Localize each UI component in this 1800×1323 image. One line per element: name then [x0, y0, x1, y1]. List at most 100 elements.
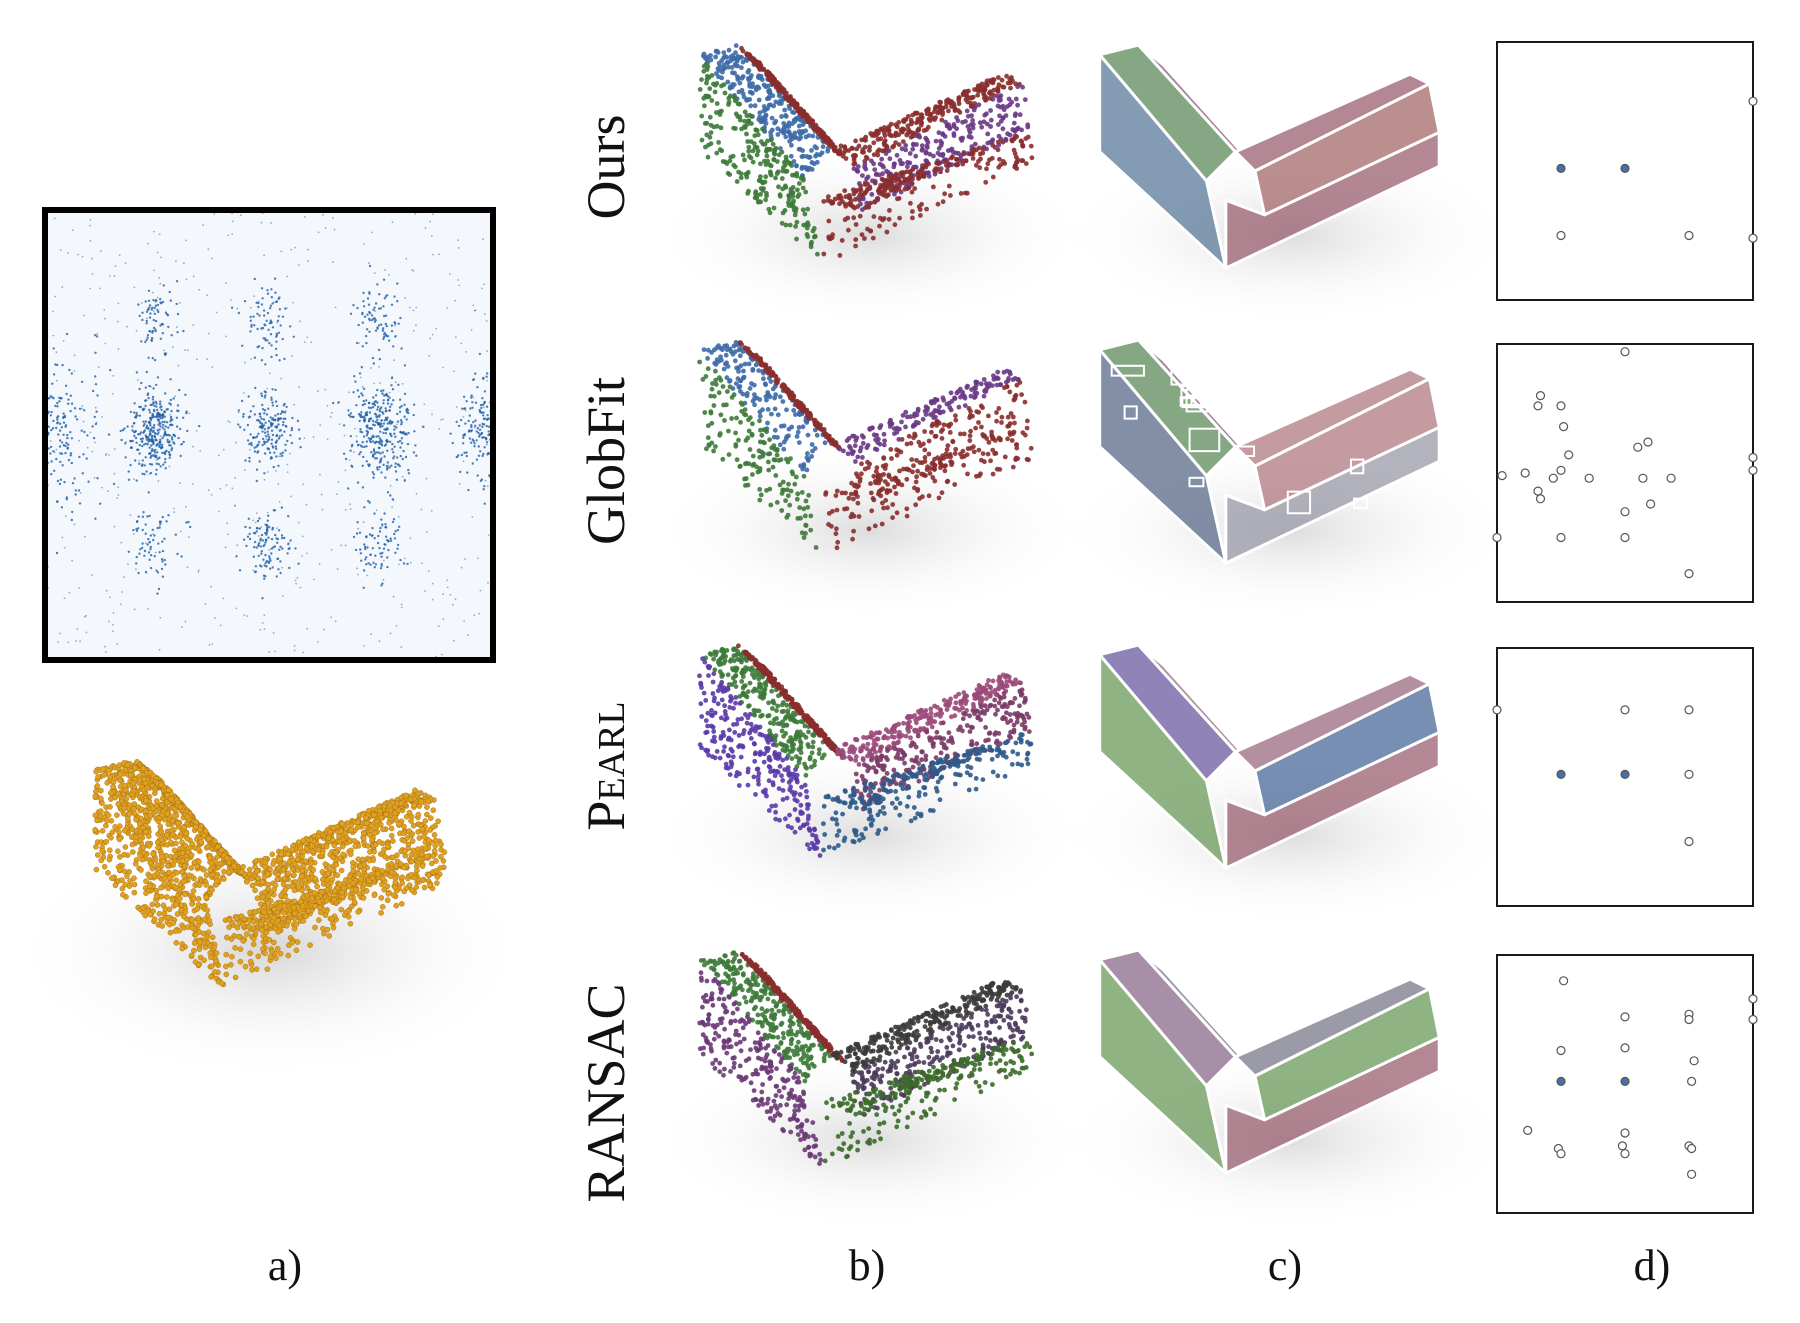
raw-point [99, 828, 106, 834]
heatmap-dot [388, 391, 391, 394]
heatmap-dot [144, 570, 147, 573]
raw-point [115, 801, 122, 807]
heatmap-dot [263, 452, 267, 455]
raw-point [121, 868, 128, 875]
heatmap-dot [374, 310, 377, 313]
raw-point [209, 887, 215, 893]
raw-point [262, 859, 269, 866]
heatmap-dot [435, 328, 438, 330]
heatmap-dot [262, 558, 265, 561]
heatmap-dot [383, 419, 386, 422]
heatmap-dot [152, 326, 156, 330]
heatmap-dot [124, 456, 127, 459]
heatmap-dot [513, 422, 515, 424]
raw-point [147, 812, 154, 819]
heatmap-dot [454, 299, 456, 302]
heatmap-dot [3, 443, 5, 445]
heatmap-dot [151, 395, 155, 399]
raw-point [299, 903, 306, 909]
heatmap-dot [474, 401, 478, 404]
heatmap-dot [342, 424, 346, 427]
heatmap-dot [248, 532, 251, 536]
heatmap-dot [64, 384, 68, 387]
heatmap-dot [476, 386, 479, 389]
heatmap-dot [173, 511, 176, 514]
segmented-point [713, 54, 718, 60]
heatmap-dot [145, 370, 148, 374]
heatmap-dot [360, 411, 363, 414]
heatmap-dot [289, 325, 292, 328]
heatmap-dot [276, 538, 280, 541]
heatmap-dot [392, 451, 395, 454]
heatmap-dot [111, 624, 114, 626]
heatmap-dot [261, 539, 265, 542]
heatmap-dot [392, 518, 396, 521]
raw-point [169, 817, 176, 824]
heatmap-dot [432, 253, 434, 256]
raw-point [388, 832, 395, 839]
raw-point [347, 851, 354, 858]
raw-point [99, 800, 105, 807]
heatmap-dot [248, 456, 251, 460]
heatmap-dot [86, 446, 89, 449]
heatmap-dot [71, 510, 74, 514]
raw-point [172, 928, 179, 934]
raw-point [146, 873, 153, 880]
heatmap-dot [112, 612, 115, 614]
heatmap-dot [94, 334, 97, 337]
heatmap-dot [52, 347, 55, 350]
heatmap-dot [175, 425, 179, 428]
heatmap-dot [391, 221, 394, 224]
raw-point [221, 868, 227, 875]
heatmap-dot [284, 443, 287, 446]
heatmap-dot [382, 399, 385, 402]
heatmap-dot [30, 414, 32, 416]
heatmap-dot [396, 528, 400, 532]
heatmap-dot [138, 443, 141, 447]
heatmap-dot [49, 445, 53, 449]
heatmap-dot [116, 320, 119, 323]
heatmap-dot [392, 457, 395, 460]
heatmap-dot [81, 407, 83, 410]
raw-point [106, 767, 112, 774]
heatmap-dot [68, 591, 71, 594]
heatmap-dot [179, 454, 182, 458]
raw-point [380, 826, 386, 833]
raw-point [134, 759, 140, 765]
raw-point [203, 872, 210, 878]
heatmap-dot [91, 257, 93, 260]
heatmap-dot [397, 383, 400, 386]
heatmap-dot [147, 551, 151, 554]
heatmap-dot [158, 526, 161, 529]
heatmap-dot [294, 246, 296, 249]
raw-point [140, 905, 146, 912]
heatmap-dot [489, 401, 490, 404]
raw-point [270, 939, 277, 946]
heatmap-dot [56, 363, 59, 367]
heatmap-dot [278, 417, 281, 420]
raw-point [377, 808, 383, 815]
raw-point [159, 812, 166, 819]
raw-point [399, 874, 406, 881]
heatmap-dot [152, 230, 155, 233]
heatmap-dot [381, 551, 384, 555]
heatmap-dot [430, 235, 433, 238]
heatmap-dot [163, 410, 167, 414]
heatmap-dot [124, 262, 127, 264]
heatmap-dot [27, 414, 29, 416]
heatmap-dot [318, 563, 321, 566]
raw-point [361, 861, 368, 868]
heatmap-dot [513, 473, 515, 475]
heatmap-dot [155, 462, 158, 465]
raw-point [179, 945, 185, 952]
heatmap-dot [31, 338, 33, 340]
heatmap-dot [260, 526, 263, 528]
heatmap-dot [478, 352, 482, 356]
heatmap-dot [270, 288, 273, 291]
raw-point [264, 966, 271, 973]
heatmap-dot [131, 439, 134, 443]
heatmap-dot [253, 446, 256, 449]
raw-point [354, 819, 361, 826]
heatmap-dot [256, 312, 259, 315]
heatmap-dot [399, 439, 402, 443]
